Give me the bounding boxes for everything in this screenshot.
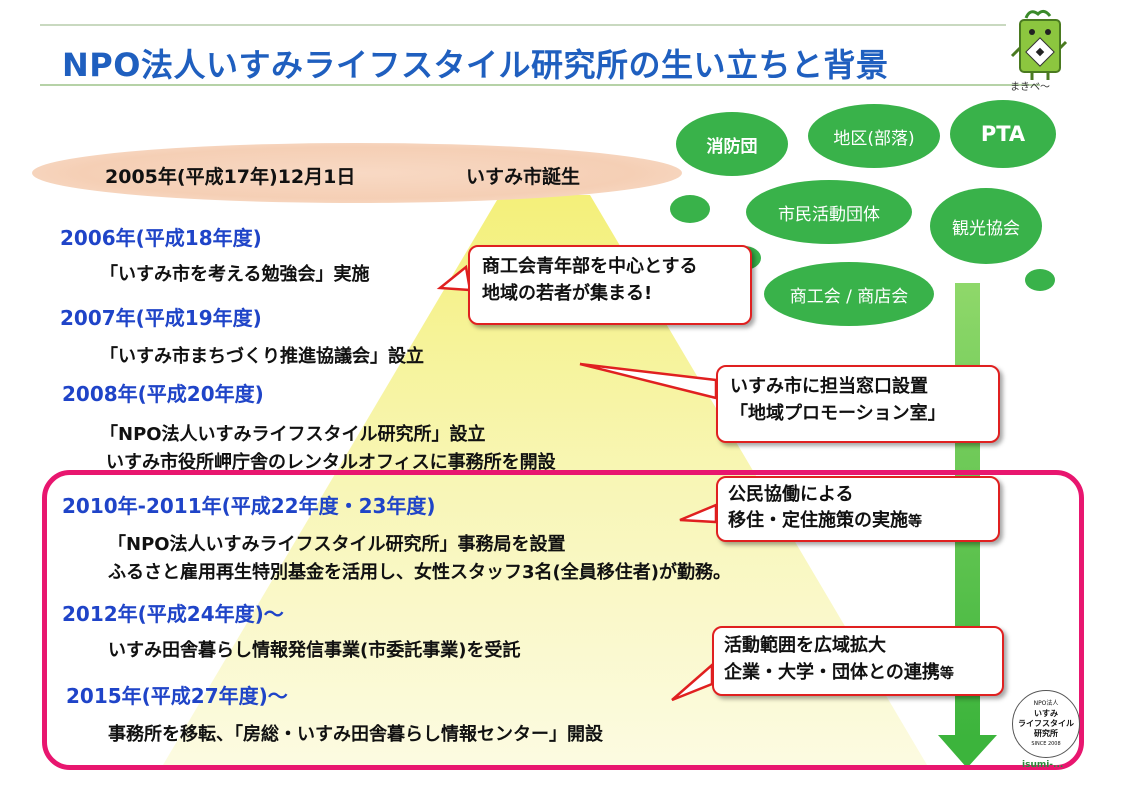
title-underline: [40, 84, 1040, 86]
callout-policy-line2: 移住・定住施策の実施: [728, 510, 908, 531]
bubble-tourism-association: 観光協会: [930, 188, 1042, 264]
logo-top: NPO法人: [1033, 700, 1059, 707]
event-2010-b: ふるさと雇用再生特別基金を活用し、女性スタッフ3名(全員移住者)が勤務。: [108, 562, 731, 583]
bubble-civic-groups: 市民活動団体: [746, 180, 912, 244]
callout-expansion: 活動範囲を広域拡大 企業・大学・団体との連携等: [712, 626, 1004, 696]
callout-office-line1: いすみ市に担当窓口設置: [730, 376, 928, 397]
callout-expansion-line2: 企業・大学・団体との連携: [724, 662, 940, 683]
mascot-label: まきべ〜: [1010, 82, 1050, 93]
callout-youth-line2: 地域の若者が集まる!: [482, 283, 653, 304]
callout-expansion-suffix: 等: [939, 666, 954, 682]
bubble-pta: PTA: [950, 100, 1056, 168]
callout-office-line2: 「地域プロモーション室」: [730, 403, 946, 424]
callout-expansion-line1: 活動範囲を広域拡大: [724, 635, 886, 656]
birth-event: いすみ市誕生: [466, 166, 581, 188]
event-2007: 「いすみ市まちづくり推進協議会」設立: [100, 346, 424, 367]
bubble-district: 地区(部落): [808, 104, 940, 168]
event-2008-b: いすみ市役所岬庁舎のレンタルオフィスに事務所を開設: [106, 452, 556, 473]
year-2008: 2008年(平成20年度): [62, 382, 264, 406]
bubble-commerce: 商工会 / 商店会: [764, 262, 934, 326]
top-divider: [40, 24, 1006, 26]
event-2012: いすみ田舎暮らし情報発信事業(市委託事業)を受託: [108, 640, 521, 661]
event-2010-a: 「NPO法人いすみライフスタイル研究所」事務局を設置: [108, 534, 566, 555]
highlight-frame: [42, 470, 1084, 770]
event-2015: 事務所を移転、「房総・いすみ田舎暮らし情報センター」開設: [108, 724, 603, 745]
logo-url: isumi-...: [1022, 760, 1064, 770]
logo-line1: いすみ: [1034, 709, 1058, 718]
callout-youth: 商工会青年部を中心とする 地域の若者が集まる!: [468, 245, 752, 325]
callout-policy-suffix: 等: [908, 514, 922, 530]
mascot-icon: [1010, 9, 1068, 80]
year-2006: 2006年(平成18年度): [60, 226, 262, 250]
birth-ellipse: [32, 143, 682, 203]
logo-line3: 研究所: [1034, 729, 1058, 738]
callout-promotion-office: いすみ市に担当窓口設置 「地域プロモーション室」: [716, 365, 1000, 443]
year-2012: 2012年(平成24年度)〜: [62, 602, 284, 626]
logo-since: SINCE 2008: [1031, 741, 1061, 747]
birth-date: 2005年(平成17年)12月1日: [105, 166, 356, 188]
event-2006: 「いすみ市を考える勉強会」実施: [100, 264, 370, 285]
org-logo: NPO法人 いすみ ライフスタイル 研究所 SINCE 2008: [1012, 690, 1080, 758]
callout-policy-line1: 公民協働による: [728, 484, 854, 505]
event-2008-a: 「NPO法人いすみライフスタイル研究所」設立: [100, 424, 486, 445]
year-2015: 2015年(平成27年度)〜: [66, 684, 288, 708]
year-2010: 2010年-2011年(平成22年度・23年度): [62, 494, 436, 518]
callout-youth-line1: 商工会青年部を中心とする: [482, 256, 698, 277]
bubble-fire-brigade: 消防団: [676, 112, 788, 176]
logo-line2: ライフスタイル: [1018, 719, 1074, 728]
year-2007: 2007年(平成19年度): [60, 306, 262, 330]
callout-migration-policy: 公民協働による 移住・定住施策の実施等: [716, 476, 1000, 542]
page-title: NPO法人いすみライフスタイル研究所の生い立ちと背景: [62, 46, 889, 84]
